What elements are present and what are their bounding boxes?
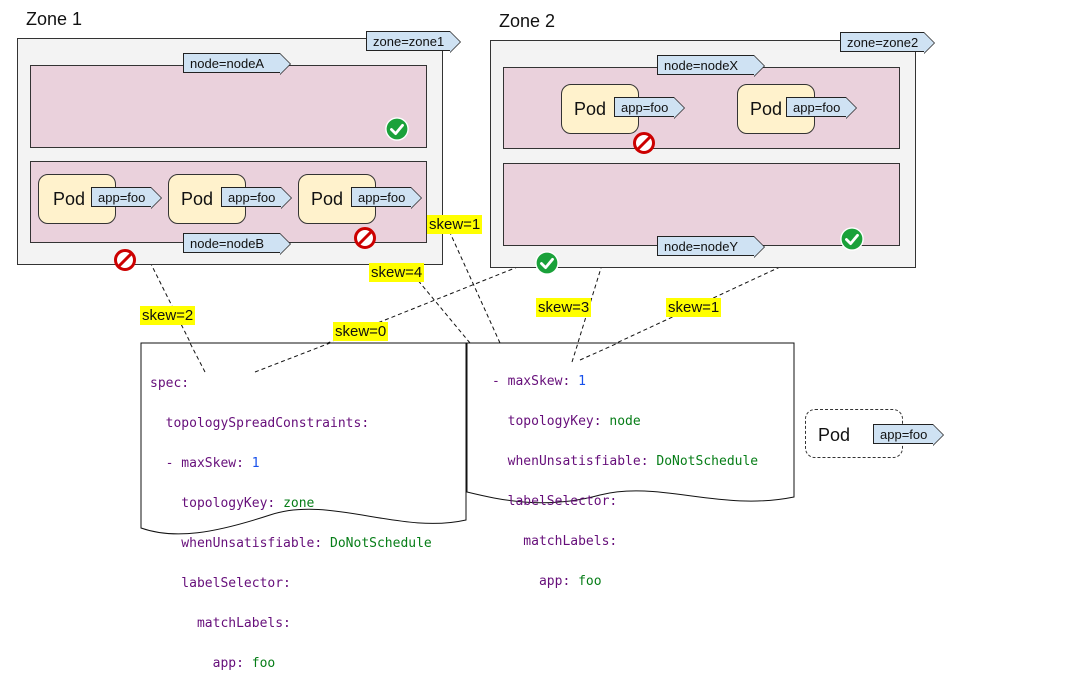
node-a-tag: node=nodeA xyxy=(183,53,291,75)
skew-label: skew=3 xyxy=(536,298,592,317)
check-icon xyxy=(385,117,409,141)
code-key: whenUnsatisfiable: xyxy=(150,536,331,551)
code-line: whenUnsatisfiable: DoNotSchedule xyxy=(150,534,432,554)
skew-label: skew=1 xyxy=(666,298,722,317)
code-value: DoNotSchedule xyxy=(330,536,432,551)
prohibited-icon xyxy=(354,227,376,249)
pod-label: Pod xyxy=(750,99,783,119)
code-line: labelSelector: xyxy=(150,576,291,591)
check-icon xyxy=(535,251,559,275)
code-value: foo xyxy=(578,574,602,589)
skew-label: skew=0 xyxy=(333,322,389,341)
zone2-title: Zone 2 xyxy=(499,11,556,31)
code-key: topologyKey: xyxy=(150,496,284,511)
code-key: whenUnsatisfiable: xyxy=(492,454,657,469)
code-key: - maxSkew: xyxy=(492,374,579,389)
pod-label: Pod xyxy=(181,189,214,209)
code-line: labelSelector: xyxy=(492,494,618,509)
zone1-title: Zone 1 xyxy=(26,9,83,29)
pod-1-tag: app=foo xyxy=(91,187,162,209)
code-key: app: xyxy=(492,574,579,589)
spec-right-doc xyxy=(466,342,795,504)
pod-5-tag: app=foo xyxy=(786,97,857,119)
code-line: topologyKey: zone xyxy=(150,494,432,514)
pod-label: Pod xyxy=(311,189,344,209)
code-line: topologyKey: node xyxy=(492,412,758,432)
prohibited-icon xyxy=(633,132,655,154)
code-value: 1 xyxy=(578,374,586,389)
skew-label: skew=4 xyxy=(369,263,425,282)
node-y-box xyxy=(503,163,900,246)
check-icon xyxy=(840,227,864,251)
node-x-tag: node=nodeX xyxy=(657,55,765,77)
code-value: DoNotSchedule xyxy=(656,454,759,469)
prohibited-icon xyxy=(114,249,136,271)
code-line: spec: xyxy=(150,376,190,391)
code-key: - maxSkew: xyxy=(150,456,252,471)
code-line: matchLabels: xyxy=(150,616,291,631)
code-line: matchLabels: xyxy=(492,534,618,549)
incoming-pod-tag: app=foo xyxy=(873,424,944,446)
code-value: foo xyxy=(251,656,276,671)
code-line: whenUnsatisfiable: DoNotSchedule xyxy=(492,452,758,472)
spec-left-code: spec: topologySpreadConstraints: - maxSk… xyxy=(150,354,432,694)
code-key: app: xyxy=(150,656,252,671)
pod-label: Pod xyxy=(818,425,851,445)
pod-label: Pod xyxy=(574,99,607,119)
code-value: node xyxy=(609,414,641,429)
code-line: topologySpreadConstraints: xyxy=(150,416,370,431)
code-line: - maxSkew: 1 xyxy=(492,372,758,392)
code-value: zone xyxy=(283,496,315,511)
line-skew3 xyxy=(571,147,639,363)
node-a-box xyxy=(30,65,427,148)
node-y-tag: node=nodeY xyxy=(657,236,765,258)
node-b-tag: node=nodeB xyxy=(183,233,291,255)
code-line: - maxSkew: 1 xyxy=(150,454,432,474)
spec-document-shapes xyxy=(140,342,795,535)
pod-label: Pod xyxy=(53,189,86,209)
spec-left-doc xyxy=(140,342,467,535)
skew-label: skew=2 xyxy=(140,306,196,325)
zone1-label-tag: zone=zone1 xyxy=(366,31,461,53)
code-line: app: foo xyxy=(492,572,758,592)
zone2-label-tag: zone=zone2 xyxy=(840,32,935,54)
code-key: topologyKey: xyxy=(492,414,610,429)
pod-4-tag: app=foo xyxy=(614,97,685,119)
code-value: 1 xyxy=(251,456,260,471)
connector-lines-front xyxy=(189,342,619,373)
pod-3-tag: app=foo xyxy=(351,187,422,209)
spec-right-code: - maxSkew: 1 topologyKey: node whenUnsat… xyxy=(492,352,758,612)
skew-label: skew=1 xyxy=(427,215,483,234)
code-line: app: foo xyxy=(150,654,432,674)
pod-2-tag: app=foo xyxy=(221,187,292,209)
